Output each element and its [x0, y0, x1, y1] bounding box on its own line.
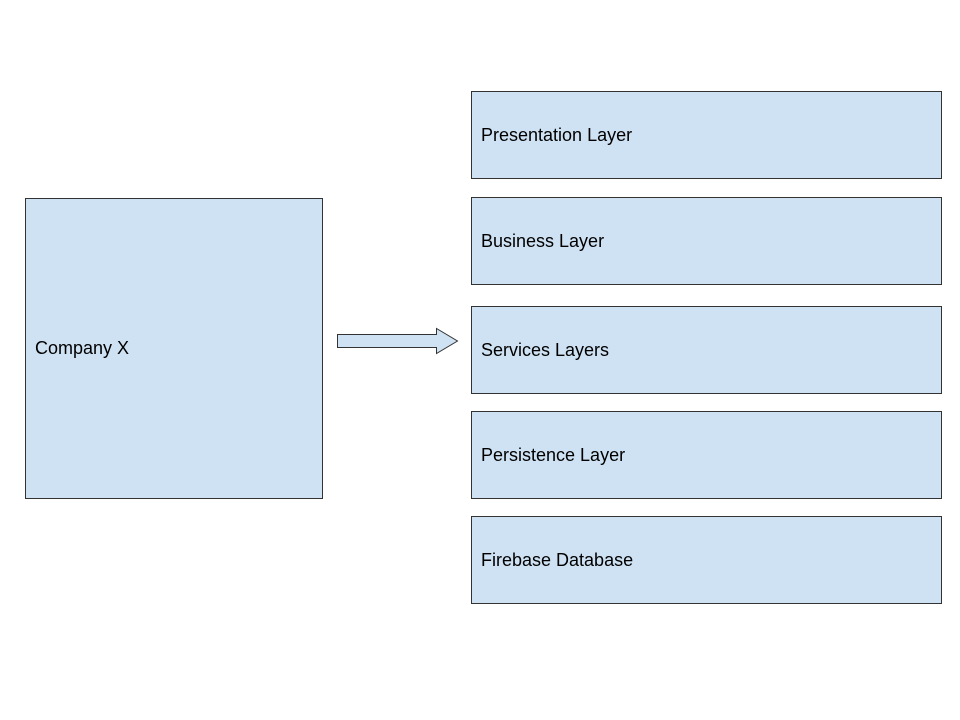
company-box: Company X — [25, 198, 323, 499]
layer-box-database: Firebase Database — [471, 516, 942, 604]
layer-box-persistence: Persistence Layer — [471, 411, 942, 499]
layer-box-business: Business Layer — [471, 197, 942, 285]
company-label: Company X — [35, 338, 130, 358]
layer-label-presentation: Presentation Layer — [481, 124, 633, 145]
right-arrow-icon — [337, 327, 459, 355]
arrow-shape — [337, 327, 459, 355]
layer-label-services: Services Layers — [481, 339, 610, 360]
layer-label-database: Firebase Database — [481, 549, 634, 570]
layer-box-services: Services Layers — [471, 306, 942, 394]
layer-box-presentation: Presentation Layer — [471, 91, 942, 179]
layer-label-persistence: Persistence Layer — [481, 444, 626, 465]
layer-label-business: Business Layer — [481, 230, 605, 251]
